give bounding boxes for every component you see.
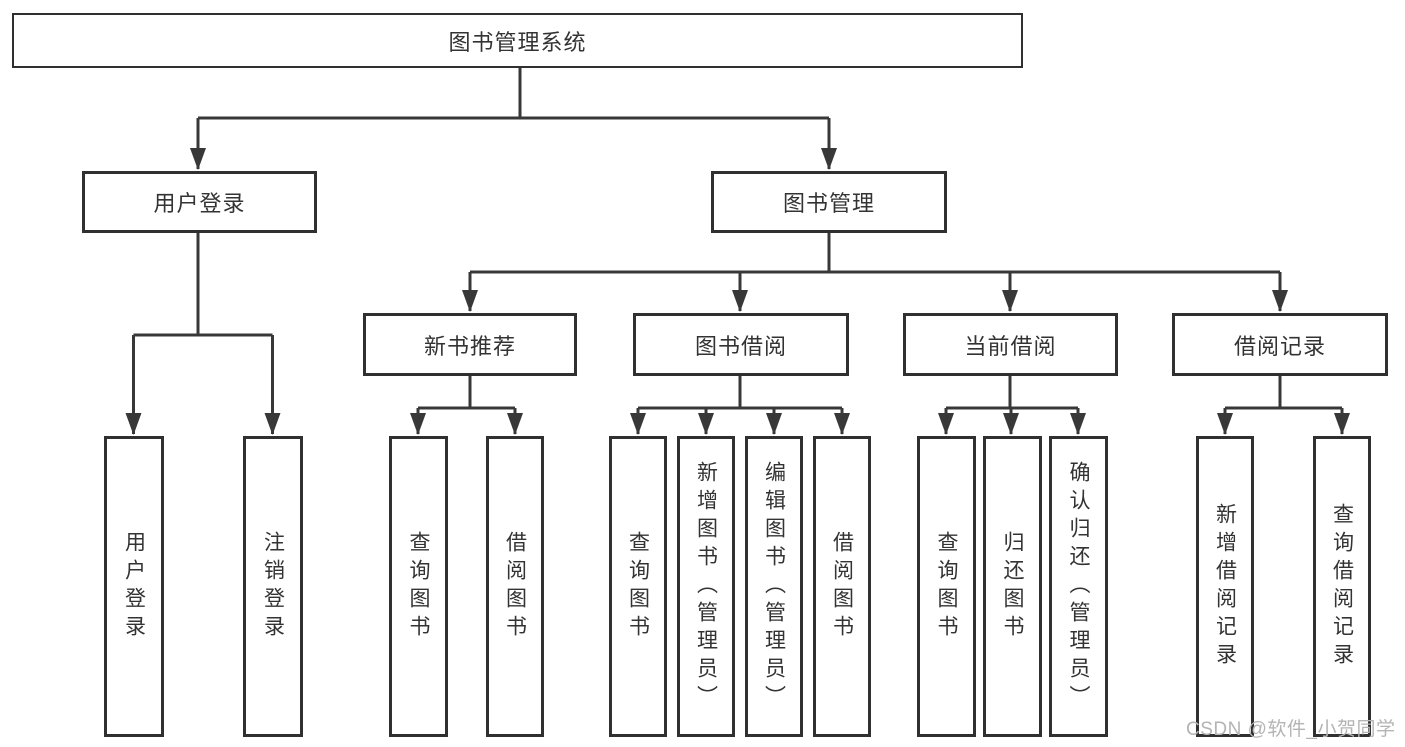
node-user-login-label: 用户登录 [153, 191, 246, 216]
leaf-user-login: 用户登录 [104, 436, 164, 737]
leaf-cb-return-books-label: 归还图书 [1001, 530, 1024, 643]
leaf-cb-confirm-return: 确认归还（管理员） [1049, 436, 1108, 737]
leaf-br-query-record-label: 查询借阅记录 [1330, 502, 1354, 671]
leaf-bb-edit-books-label: 编辑图书（管理员） [762, 460, 786, 713]
leaf-bb-query-books-label: 查询图书 [626, 530, 650, 643]
node-root: 图书管理系统 [12, 13, 1023, 68]
leaf-nb-borrow-books-label: 借阅图书 [503, 530, 527, 643]
leaf-nb-query-books-label: 查询图书 [407, 530, 430, 643]
leaf-bb-edit-books: 编辑图书（管理员） [745, 436, 803, 737]
leaf-nb-query-books: 查询图书 [389, 436, 448, 737]
leaf-cb-query-books: 查询图书 [917, 436, 976, 737]
node-book-borrow: 图书借阅 [633, 313, 849, 376]
csdn-watermark: CSDN @软件_小贺同学 [1186, 719, 1396, 740]
leaf-nb-borrow-books: 借阅图书 [486, 436, 544, 737]
leaf-cb-return-books: 归还图书 [983, 436, 1042, 737]
leaf-bb-add-books-label: 新增图书（管理员） [694, 460, 718, 713]
node-current-borrow: 当前借阅 [903, 313, 1118, 376]
node-new-books: 新书推荐 [363, 313, 577, 376]
node-book-mgmt-label: 图书管理 [782, 191, 875, 216]
node-current-borrow-label: 当前借阅 [964, 333, 1057, 359]
leaf-br-add-record: 新增借阅记录 [1196, 436, 1254, 737]
leaf-cb-confirm-return-label: 确认归还（管理员） [1067, 460, 1090, 713]
leaf-user-login-label: 用户登录 [122, 530, 146, 643]
leaf-br-add-record-label: 新增借阅记录 [1213, 502, 1237, 671]
leaf-logout: 注销登录 [243, 436, 303, 737]
leaf-br-query-record: 查询借阅记录 [1313, 436, 1371, 737]
leaf-logout-label: 注销登录 [261, 530, 285, 643]
leaf-bb-borrow-books: 借阅图书 [813, 436, 871, 737]
node-book-mgmt: 图书管理 [711, 171, 947, 233]
node-user-login: 用户登录 [82, 171, 317, 233]
leaf-bb-add-books: 新增图书（管理员） [677, 436, 735, 737]
node-borrow-records: 借阅记录 [1172, 313, 1388, 376]
leaf-bb-borrow-books-label: 借阅图书 [830, 530, 854, 643]
leaf-cb-query-books-label: 查询图书 [935, 530, 958, 643]
node-root-label: 图书管理系统 [448, 29, 587, 55]
leaf-bb-query-books: 查询图书 [609, 436, 667, 737]
node-new-books-label: 新书推荐 [423, 333, 516, 359]
node-book-borrow-label: 图书借阅 [694, 333, 787, 359]
node-borrow-records-label: 借阅记录 [1233, 333, 1326, 359]
